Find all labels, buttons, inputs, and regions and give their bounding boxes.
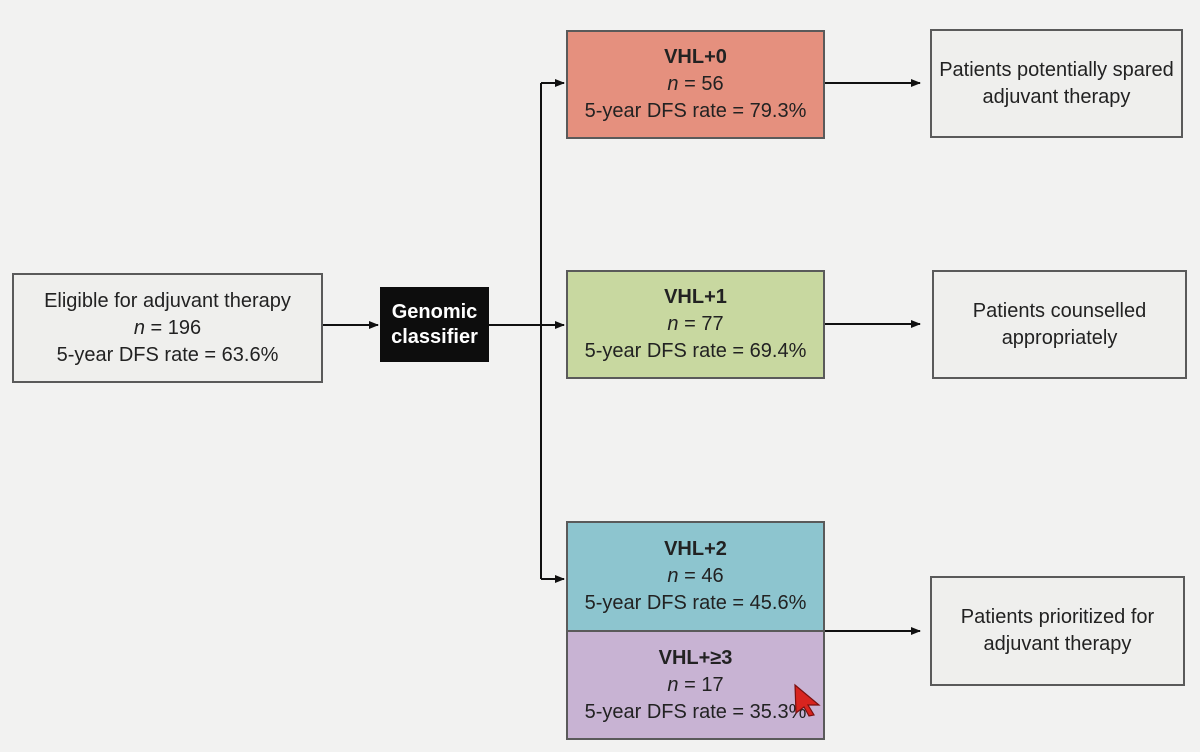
group-n: n = 46 <box>667 565 724 587</box>
classifier-line1: Genomic <box>391 300 478 323</box>
outcome-line2: adjuvant therapy <box>983 633 1132 655</box>
group-title: VHL+2 <box>664 538 727 560</box>
group-dfs: 5-year DFS rate = 35.3% <box>584 700 807 723</box>
group-dfs: 5-year DFS rate = 79.3% <box>584 100 807 122</box>
group-title: VHL+1 <box>664 286 727 308</box>
outcome-line1: Patients counselled <box>972 299 1147 322</box>
outcome-line1: Patients prioritized for <box>960 606 1155 628</box>
outcome-line2: appropriately <box>1001 326 1118 349</box>
group-n: n = 56 <box>667 73 724 95</box>
group-box-vhl3: VHL+≥3 n = 17 5-year DFS rate = 35.3% <box>566 630 825 740</box>
classifier-line2: classifier <box>391 325 478 348</box>
group-box-vhl2: VHL+2 n = 46 5-year DFS rate = 45.6% <box>566 521 825 632</box>
group-n: n = 17 <box>667 673 724 696</box>
genomic-classifier-box: Genomic classifier <box>380 287 489 362</box>
eligible-label: Eligible for adjuvant therapy <box>44 289 291 312</box>
group-box-vhl1: VHL+1 n = 77 5-year DFS rate = 69.4% <box>566 270 825 379</box>
eligible-n: n = 196 <box>133 316 202 339</box>
outcome-box-prioritized: Patients prioritized for adjuvant therap… <box>930 576 1185 686</box>
group-title: VHL+0 <box>664 46 727 68</box>
outcome-box-counselled: Patients counselled appropriately <box>932 270 1187 379</box>
eligible-box: Eligible for adjuvant therapy n = 196 5-… <box>12 273 323 383</box>
outcome-line1: Patients potentially spared <box>939 58 1174 81</box>
outcome-line2: adjuvant therapy <box>982 85 1131 108</box>
group-dfs: 5-year DFS rate = 45.6% <box>584 592 807 614</box>
group-dfs: 5-year DFS rate = 69.4% <box>584 340 807 362</box>
pointer-cursor-icon <box>794 683 821 717</box>
group-n: n = 77 <box>667 313 724 335</box>
outcome-box-spared: Patients potentially spared adjuvant the… <box>930 29 1183 138</box>
eligible-dfs: 5-year DFS rate = 63.6% <box>56 343 279 366</box>
group-box-vhl0: VHL+0 n = 56 5-year DFS rate = 79.3% <box>566 30 825 139</box>
group-title: VHL+≥3 <box>658 646 733 669</box>
